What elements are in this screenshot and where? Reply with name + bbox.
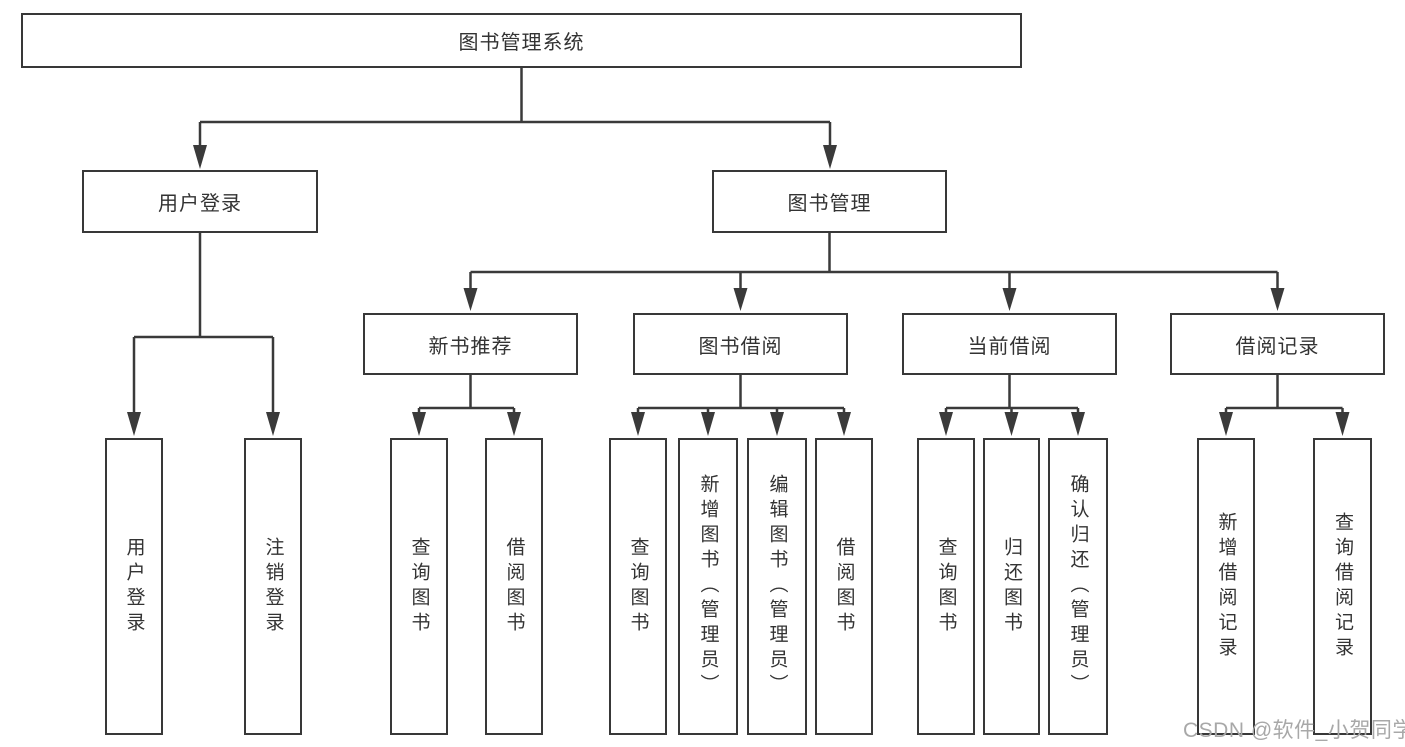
arrowheads bbox=[127, 145, 1350, 436]
node-root-system: 图书管理系统 bbox=[21, 13, 1022, 68]
leaf-edit-books-admin: 编辑图书（管理员） bbox=[747, 438, 807, 735]
node-label: 用户登录 bbox=[158, 193, 242, 215]
leaf-user-login: 用户登录 bbox=[105, 438, 163, 735]
leaf-logout: 注销登录 bbox=[244, 438, 302, 735]
leaf-return-books: 归还图书 bbox=[983, 438, 1040, 735]
leaf-query-books-recommend: 查询图书 bbox=[390, 438, 448, 735]
leaf-add-borrow-record: 新增借阅记录 bbox=[1197, 438, 1255, 735]
node-book-management: 图书管理 bbox=[712, 170, 947, 233]
leaf-label: 新增借阅记录 bbox=[1215, 511, 1237, 662]
node-label: 当前借阅 bbox=[967, 335, 1052, 358]
node-label: 图书管理系统 bbox=[458, 32, 585, 54]
leaf-label: 查询图书 bbox=[935, 536, 957, 637]
node-current-borrow: 当前借阅 bbox=[902, 313, 1117, 375]
leaf-borrow-books-recommend: 借阅图书 bbox=[485, 438, 543, 735]
leaf-label: 用户登录 bbox=[123, 536, 145, 637]
leaf-query-books-borrow: 查询图书 bbox=[609, 438, 667, 735]
leaf-label: 借阅图书 bbox=[503, 536, 525, 637]
node-label: 借阅记录 bbox=[1235, 335, 1320, 358]
node-label: 图书借阅 bbox=[698, 335, 783, 358]
leaf-confirm-return-admin: 确认归还（管理员） bbox=[1048, 438, 1108, 735]
node-borrow-records: 借阅记录 bbox=[1170, 313, 1385, 375]
leaf-label: 归还图书 bbox=[1001, 536, 1022, 637]
leaf-label: 查询图书 bbox=[408, 536, 430, 637]
leaf-label: 查询借阅记录 bbox=[1332, 511, 1353, 662]
leaf-query-borrow-record: 查询借阅记录 bbox=[1313, 438, 1372, 735]
leaf-label: 确认归还（管理员） bbox=[1067, 474, 1089, 699]
leaf-label: 新增图书（管理员） bbox=[697, 474, 719, 699]
leaf-borrow-books: 借阅图书 bbox=[815, 438, 873, 735]
node-label: 新书推荐 bbox=[428, 335, 513, 358]
node-label: 图书管理 bbox=[787, 193, 872, 215]
csdn-watermark: CSDN @软件_小贺同学 bbox=[1183, 719, 1405, 742]
leaf-add-books-admin: 新增图书（管理员） bbox=[678, 438, 738, 735]
leaf-label: 查询图书 bbox=[627, 536, 649, 637]
leaf-label: 借阅图书 bbox=[833, 536, 855, 637]
leaf-label: 注销登录 bbox=[262, 536, 284, 637]
node-new-book-recommend: 新书推荐 bbox=[363, 313, 578, 375]
leaf-query-books-current: 查询图书 bbox=[917, 438, 975, 735]
leaf-label: 编辑图书（管理员） bbox=[766, 474, 788, 699]
node-book-borrow: 图书借阅 bbox=[633, 313, 848, 375]
node-user-login: 用户登录 bbox=[82, 170, 318, 233]
